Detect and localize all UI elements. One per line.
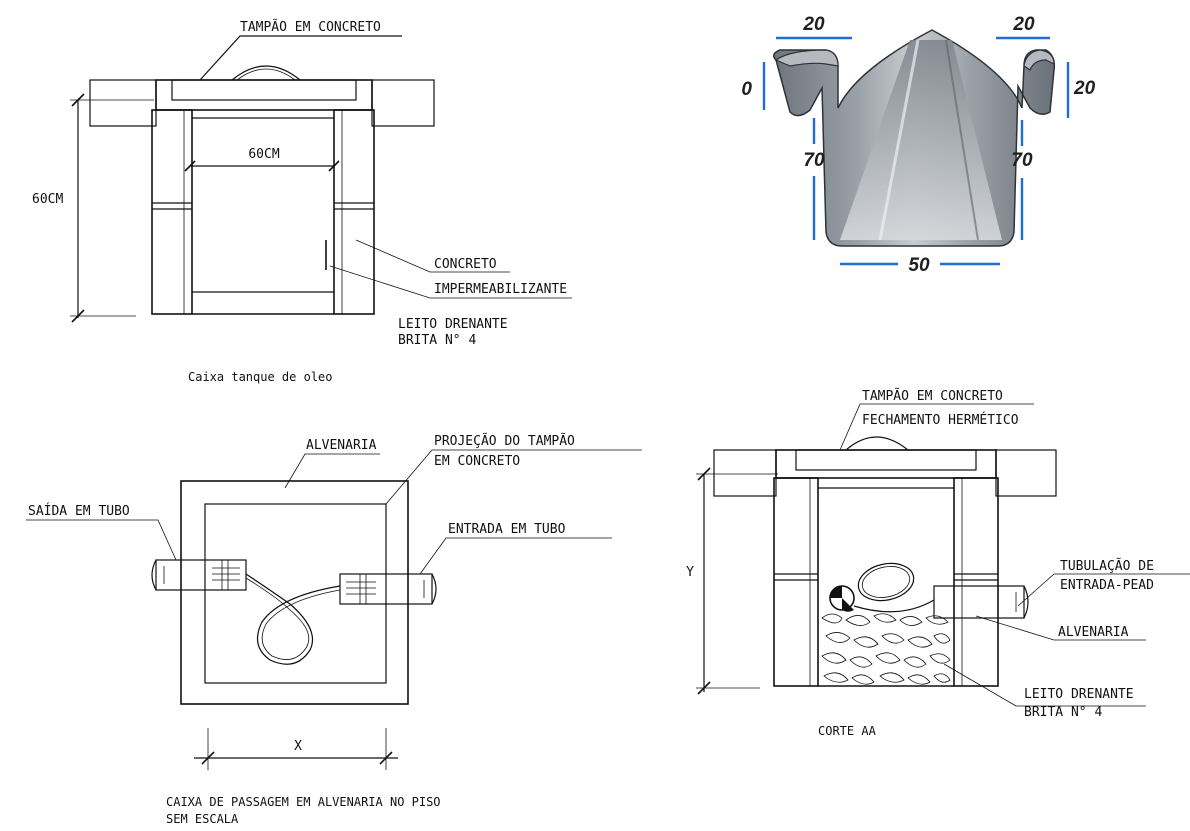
right-wall-label: 70 — [1011, 150, 1033, 171]
left-wall-label: 70 — [803, 150, 825, 171]
left-wall-aa — [773, 477, 819, 687]
cover-leader — [199, 35, 402, 81]
concrete-leader — [355, 239, 510, 273]
ground-hatch-left-aa — [713, 449, 777, 497]
top-right-flange-label: 20 — [1012, 14, 1035, 35]
hose-loop-aa — [857, 562, 915, 602]
concrete-label: CONCRETO — [434, 257, 497, 272]
plan-caption-2: SEM ESCALA — [166, 812, 239, 826]
cover-label: TAMPÃO EM CONCRETO — [240, 19, 381, 35]
cover-label-aa-1: TAMPÃO EM CONCRETO — [862, 388, 1003, 404]
cover-projection-outline — [204, 503, 387, 684]
top-left-flange-label: 20 — [802, 14, 825, 35]
gravel-label: BRITA N° 4 — [398, 333, 476, 348]
outer-masonry-outline — [180, 480, 409, 705]
cover-label-aa-2: FECHAMENTO HERMÉTICO — [862, 412, 1019, 428]
waterproofing-label: IMPERMEABILIZANTE — [434, 282, 567, 297]
cover-handle-aa — [845, 436, 909, 451]
cover-inner-outline — [171, 79, 357, 101]
cover-projection-label-2: EM CONCRETO — [434, 454, 520, 469]
outlet-label: SAÍDA EM TUBO — [28, 503, 130, 519]
pipe-label-2: ENTRADA-PEAD — [1060, 578, 1154, 593]
left-wall — [151, 109, 193, 315]
section-aa: Y TAMPÃO EM CONCRETO FECHAMENTO HERMÉTIC… — [686, 388, 1190, 738]
bottom-width-label: 50 — [908, 255, 930, 276]
plan-caption-1: CAIXA DE PASSAGEM EM ALVENARIA NO PISO — [166, 795, 441, 809]
width-label: 60CM — [248, 147, 279, 162]
outlet-pipe — [151, 559, 247, 591]
waterproofing-leader — [329, 265, 572, 299]
concrete-cover-aa — [775, 449, 997, 479]
right-wall — [333, 109, 375, 315]
inlet-label: ENTRADA EM TUBO — [448, 522, 566, 537]
inlet-pipe-aa — [933, 585, 1025, 619]
pipe-label-1: TUBULAÇÃO DE — [1060, 558, 1154, 574]
gravel-label-aa: BRITA N° 4 — [1024, 705, 1102, 720]
section-caption: CORTE AA — [818, 724, 877, 738]
oil-tank-box-section: 60CM 60CM TAMPÃO EM CONCRETO CONCRETO IM… — [32, 19, 572, 384]
drain-bed-label: LEITO DRENANTE — [398, 317, 508, 332]
ground-hatch-right-aa — [995, 449, 1057, 497]
height-label: 60CM — [32, 192, 63, 207]
right-wall-aa — [953, 477, 999, 687]
gutter-photo: 20 20 0 20 70 70 50 — [741, 14, 1095, 276]
flexible-hose-loop — [245, 573, 341, 665]
drain-bed-label-aa: LEITO DRENANTE — [1024, 687, 1134, 702]
ground-hatch-right — [371, 79, 435, 127]
right-lip-label: 20 — [1073, 78, 1096, 99]
ground-hatch-left — [89, 79, 157, 127]
cover-handle — [231, 65, 301, 81]
gravel-bed — [821, 613, 951, 685]
oil-tank-caption: Caixa tanque de oleo — [188, 370, 333, 384]
inlet-pipe — [339, 573, 437, 605]
masonry-label-aa: ALVENARIA — [1058, 625, 1129, 640]
gutter-floor — [840, 40, 1002, 240]
x-dimension-label: X — [294, 739, 302, 754]
concrete-cover — [155, 79, 373, 111]
cover-projection-label-1: PROJEÇÃO DO TAMPÃO — [434, 433, 575, 449]
masonry-label: ALVENARIA — [306, 438, 377, 453]
plan-view-section: ALVENARIA PROJEÇÃO DO TAMPÃO EM CONCRETO… — [26, 433, 642, 826]
y-dimension-label: Y — [686, 565, 694, 580]
left-lip-label: 0 — [741, 79, 752, 100]
